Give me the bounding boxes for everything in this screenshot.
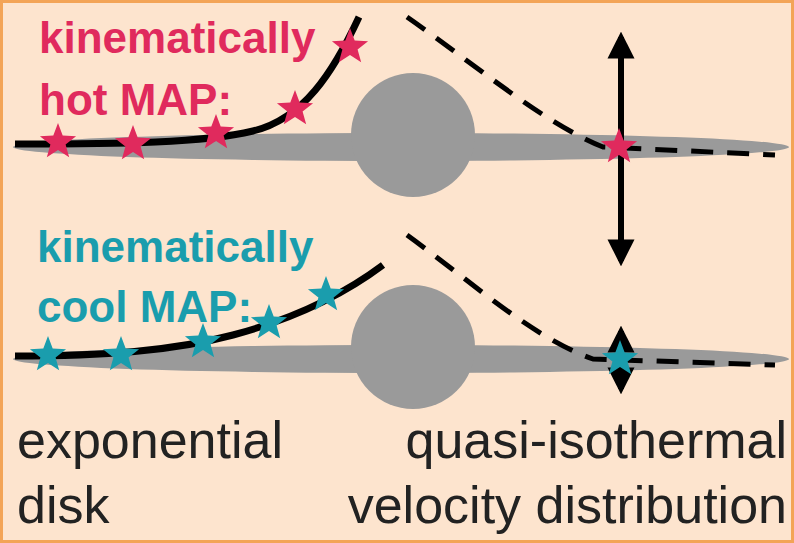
- star-marker: [332, 28, 368, 62]
- star-marker: [601, 128, 637, 162]
- star-marker: [115, 125, 151, 159]
- star-marker: [602, 340, 638, 374]
- galaxy-bulge: [351, 285, 475, 409]
- caption-label: quasi-isothermal velocity distribution: [315, 408, 787, 538]
- galaxy-bulge: [351, 73, 475, 197]
- star-marker: [308, 276, 344, 310]
- star-marker: [103, 336, 139, 370]
- map-label: kinematically cool MAP:: [37, 217, 337, 337]
- vertical-profile: [407, 235, 775, 365]
- caption-label: exponential disk: [17, 408, 317, 538]
- star-marker: [40, 123, 76, 157]
- map-label: kinematically hot MAP:: [39, 7, 339, 131]
- star-marker: [251, 304, 287, 338]
- star-marker: [277, 90, 313, 124]
- vertical-profile: [407, 17, 775, 155]
- star-marker: [30, 336, 66, 370]
